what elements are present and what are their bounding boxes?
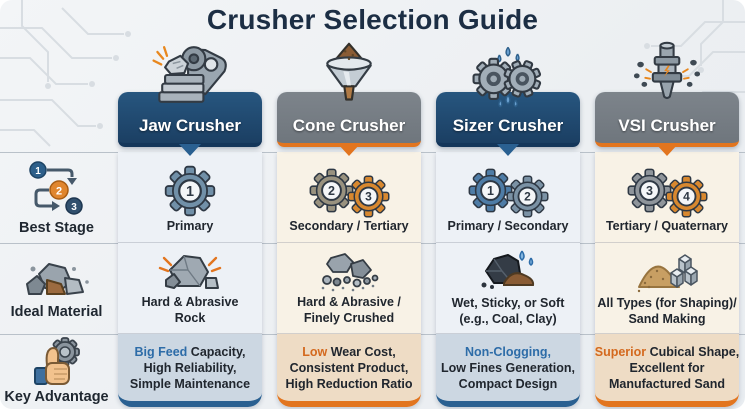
numbered-gear-icon: 1 xyxy=(163,164,217,218)
row-label-column: 1 2 3 Best Stage Ideal Material xyxy=(0,152,113,407)
column-header: Cone Crusher xyxy=(277,92,421,156)
row-label-key-advantage: Key Advantage xyxy=(0,334,113,407)
column-header: VSI Crusher xyxy=(595,92,739,156)
sizer-crusher-gears-icon xyxy=(436,45,580,108)
numbered-gear-icon: 1 2 xyxy=(467,164,550,218)
svg-text:1: 1 xyxy=(487,184,494,198)
column-sizer-crusher: Sizer Crusher 1 xyxy=(436,45,580,407)
vsi-crusher-icon xyxy=(595,41,739,100)
stage-label: Primary xyxy=(166,218,214,233)
column-title: Cone Crusher xyxy=(292,116,406,135)
svg-text:4: 4 xyxy=(683,190,690,204)
svg-text:2: 2 xyxy=(524,190,531,204)
advantage-label: Low Wear Cost, Consistent Product, High … xyxy=(285,344,413,391)
ideal-material-cell: Wet, Sticky, or Soft(e.g., Coal, Clay) xyxy=(436,243,580,334)
page-title: Crusher Selection Guide xyxy=(206,4,539,35)
advantage-label: Superior Cubical Shape, Excellent for Ma… xyxy=(594,344,740,391)
cone-crusher-funnel-icon xyxy=(277,42,421,101)
svg-text:3: 3 xyxy=(646,184,653,198)
jaw-crusher-icon xyxy=(118,45,262,103)
numbered-gear-icon: 3 4 xyxy=(626,164,709,218)
row-label-text: Ideal Material xyxy=(10,303,103,320)
stage-flow-icon: 1 2 3 xyxy=(28,160,83,215)
column-title: Jaw Crusher xyxy=(138,116,242,135)
key-advantage-cell: Big Feed Capacity, High Reliability, Sim… xyxy=(118,334,262,407)
numbered-gear-icon: 2 3 xyxy=(308,164,391,218)
row-label-text: Key Advantage xyxy=(4,388,109,405)
column-title: VSI Crusher xyxy=(618,116,716,135)
svg-text:1: 1 xyxy=(35,166,41,177)
finely-crushed-rock-icon xyxy=(321,253,379,292)
thumbs-up-gear-icon xyxy=(33,336,80,385)
ideal-material-cell: Hard & Abrasive /Finely Crushed xyxy=(277,243,421,334)
advantage-label: Big Feed Capacity, High Reliability, Sim… xyxy=(129,344,251,391)
svg-text:1: 1 xyxy=(186,183,194,199)
advantage-label: Non-Clogging, Low Fines Generation, Comp… xyxy=(440,344,576,391)
rock-pile-icon xyxy=(25,262,89,295)
material-label: All Types (for Shaping)/Sand Making xyxy=(597,296,737,326)
column-cone-crusher: Cone Crusher 2 xyxy=(277,42,421,407)
header-pointer-icon xyxy=(656,144,678,156)
key-advantage-cell: Superior Cubical Shape, Excellent for Ma… xyxy=(595,334,739,407)
column-vsi-crusher: VSI Crusher 3 xyxy=(595,41,739,407)
header-pointer-icon xyxy=(338,144,360,156)
sand-making-icon xyxy=(637,254,698,293)
stage-label: Primary / Secondary xyxy=(447,218,569,233)
hard-abrasive-rock-icon xyxy=(158,255,222,289)
stage-label: Tertiary / Quaternary xyxy=(605,218,729,233)
svg-text:3: 3 xyxy=(71,202,77,213)
row-label-ideal-material: Ideal Material xyxy=(0,243,113,334)
column-jaw-crusher: Jaw Crusher 1 xyxy=(118,45,262,407)
column-title: Sizer Crusher xyxy=(452,116,564,135)
row-label-best-stage: 1 2 3 Best Stage xyxy=(0,152,113,243)
key-advantage-cell: Non-Clogging, Low Fines Generation, Comp… xyxy=(436,334,580,407)
circuit-pattern-icon xyxy=(0,0,131,147)
material-label: Wet, Sticky, or Soft(e.g., Coal, Clay) xyxy=(451,296,565,326)
best-stage-cell: 2 3 Secondary / Tertiary xyxy=(277,152,421,243)
header-pointer-icon xyxy=(497,144,519,156)
ideal-material-cell: All Types (for Shaping)/Sand Making xyxy=(595,243,739,334)
best-stage-cell: 1 2 Primary / Secondary xyxy=(436,152,580,243)
stage-label: Secondary / Tertiary xyxy=(289,218,409,233)
key-advantage-cell: Low Wear Cost, Consistent Product, High … xyxy=(277,334,421,407)
material-label: Hard & Abrasive /Finely Crushed xyxy=(297,295,401,325)
svg-text:2: 2 xyxy=(328,184,335,198)
header-pointer-icon xyxy=(179,144,201,156)
best-stage-cell: 3 4 Tertiary / Quaternar xyxy=(595,152,739,243)
best-stage-cell: 1 Primary xyxy=(118,152,262,243)
wet-sticky-soft-icon xyxy=(481,250,535,289)
row-label-text: Best Stage xyxy=(19,219,94,236)
svg-text:3: 3 xyxy=(365,190,372,204)
svg-text:2: 2 xyxy=(55,185,61,197)
